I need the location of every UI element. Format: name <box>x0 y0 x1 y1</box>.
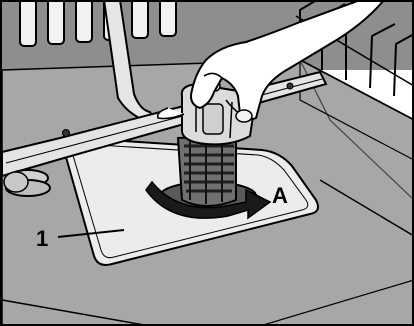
callout-1-label: 1 <box>36 226 48 251</box>
arrow-label: A <box>272 183 288 208</box>
